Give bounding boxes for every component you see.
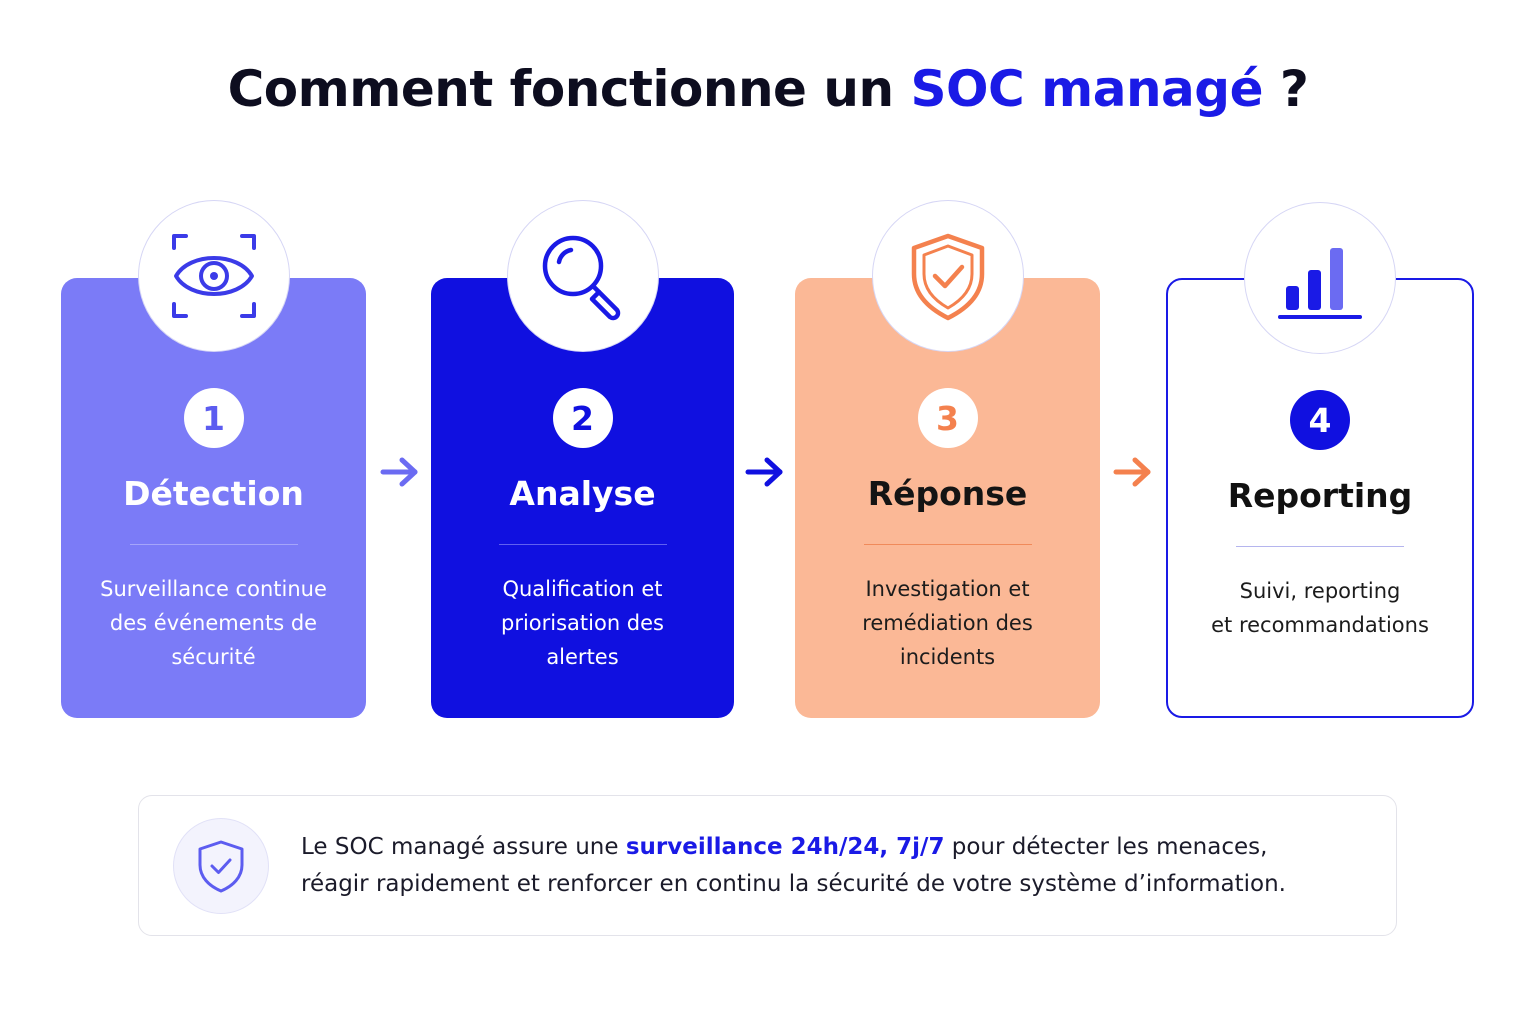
- step-divider: [129, 544, 298, 545]
- note-line-2: réagir rapidement et renforcer en contin…: [301, 871, 1286, 897]
- desc-line: priorisation des: [500, 611, 665, 635]
- step-description: Investigation et remédiation des inciden…: [815, 572, 1080, 674]
- eye-icon: [171, 234, 256, 318]
- arrow-right-icon: [1113, 457, 1151, 487]
- note-text: Le SOC managé assure une surveillance 24…: [301, 829, 1371, 903]
- step-number: 2: [552, 388, 613, 448]
- desc-line: et recommandations: [1211, 613, 1429, 637]
- step-icon-circle: [871, 200, 1024, 352]
- title-accent: SOC managé: [910, 60, 1263, 118]
- desc-line: Investigation et: [865, 577, 1030, 601]
- step-number: 4: [1290, 390, 1350, 450]
- step-icon-circle: [1244, 202, 1396, 354]
- desc-line: Suivi, reporting: [1239, 579, 1401, 603]
- summary-note: Le SOC managé assure une surveillance 24…: [138, 795, 1397, 936]
- step-icon-circle: [137, 200, 290, 352]
- note-line-1: Le SOC managé assure une surveillance 24…: [301, 829, 1371, 866]
- desc-line: remédiation des: [862, 611, 1033, 635]
- magnifier-icon: [542, 235, 620, 321]
- note-text-after: pour détecter les menaces,: [944, 834, 1268, 860]
- desc-line: sécurité: [171, 645, 256, 669]
- step-divider: [498, 544, 667, 545]
- arrow-right-icon: [380, 457, 418, 487]
- step-heading: Réponse: [867, 474, 1028, 513]
- step-card-reporting: 4 Reporting Suivi, reporting et recomman…: [1166, 202, 1474, 718]
- note-icon-circle: [173, 818, 269, 914]
- step-number: 3: [917, 388, 978, 448]
- title-part2: ?: [1262, 60, 1309, 118]
- step-description: Qualification et priorisation des alerte…: [451, 572, 714, 674]
- step-heading: Analyse: [509, 474, 656, 513]
- note-highlight: surveillance 24h/24, 7j/7: [625, 834, 945, 860]
- step-divider: [863, 544, 1032, 545]
- step-card-reponse: 3 Réponse Investigation et remédiation d…: [795, 200, 1100, 718]
- arrow-right-icon: [745, 457, 783, 487]
- desc-line: des événements de: [109, 611, 318, 635]
- bar-chart-icon: [1278, 248, 1362, 319]
- step-heading: Détection: [123, 474, 304, 513]
- desc-line: Qualification et: [502, 577, 663, 601]
- desc-line: Surveillance continue: [100, 577, 327, 601]
- step-icon-circle: [506, 200, 659, 352]
- step-card-analyse: 2 Analyse Qualification et priorisation …: [431, 200, 734, 718]
- desc-line: alertes: [546, 645, 619, 669]
- shield-check-icon: [911, 233, 984, 321]
- step-divider: [1236, 546, 1404, 547]
- step-card-detection: 1 Détection Surveillance continue des év…: [61, 200, 366, 718]
- page-title: Comment fonctionne un SOC managé ?: [0, 60, 1536, 118]
- step-number: 1: [183, 388, 244, 448]
- step-heading: Reporting: [1227, 476, 1413, 515]
- note-text-before: Le SOC managé assure une: [301, 834, 626, 860]
- desc-line: incidents: [899, 645, 996, 669]
- title-part1: Comment fonctionne un: [227, 60, 911, 118]
- step-description: Suivi, reporting et recommandations: [1188, 574, 1452, 642]
- shield-check-icon: [198, 840, 244, 893]
- step-description: Surveillance continue des événements de …: [81, 572, 346, 674]
